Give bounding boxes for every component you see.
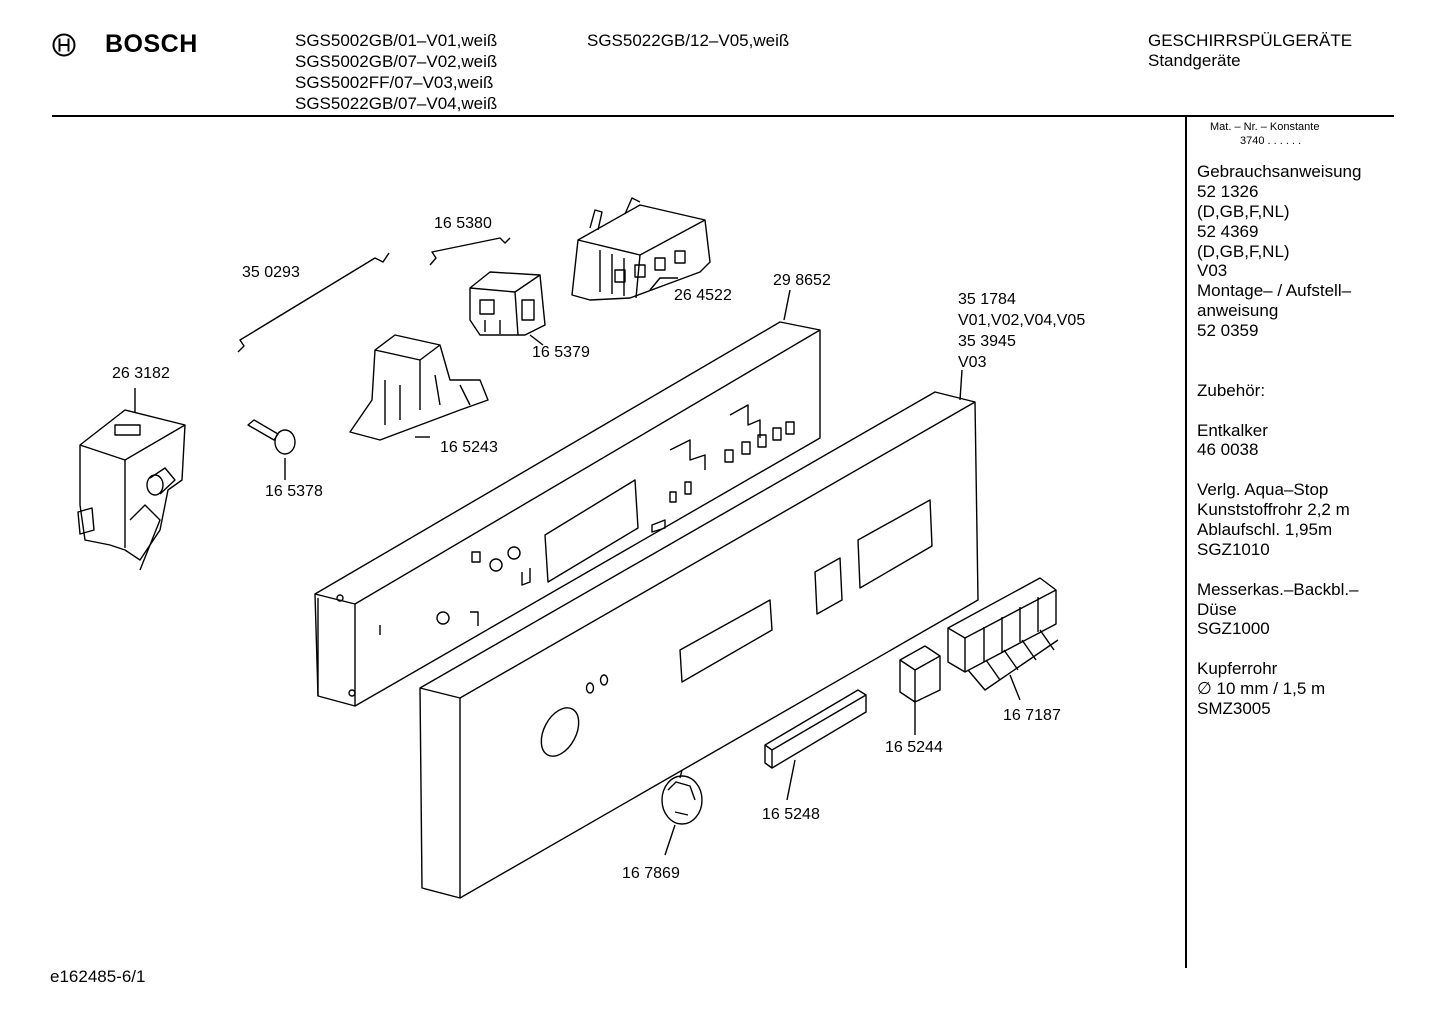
sidebar-line: Zubehör: bbox=[1197, 380, 1266, 400]
model-item: SGS5002FF/07–V03,weiß bbox=[295, 73, 494, 92]
part-label: 26 3182 bbox=[112, 365, 170, 382]
indicator-lamp-165378 bbox=[247, 419, 296, 455]
model-list-1: SGS5002GB/01–V01,weiß SGS5002GB/07–V02,w… bbox=[295, 30, 497, 114]
model-item: SGS5022GB/12–V05,weiß bbox=[587, 31, 790, 50]
mat-label: Mat. – Nr. – Konstante bbox=[1210, 121, 1320, 133]
sidebar-line: Kunststoffrohr 2,2 m bbox=[1197, 500, 1350, 520]
button-group-167187 bbox=[947, 577, 1057, 673]
button-165244 bbox=[899, 645, 941, 703]
knob-167869 bbox=[661, 769, 703, 825]
bosch-logo-icon bbox=[52, 33, 76, 57]
rear-panel-298652 bbox=[314, 321, 821, 707]
sidebar-line: SGZ1000 bbox=[1197, 619, 1270, 639]
housing-part-165243 bbox=[349, 334, 489, 441]
sidebar-line: 52 1326 bbox=[1197, 181, 1259, 201]
part-label: 26 4522 bbox=[674, 287, 732, 304]
brand-name: BOSCH bbox=[105, 30, 198, 58]
sidebar-line bbox=[1197, 361, 1361, 381]
sidebar-line: 52 0359 bbox=[1197, 321, 1259, 341]
sidebar-line: Messerkas.–Backbl.– bbox=[1197, 579, 1359, 599]
trim-strip-165248 bbox=[764, 689, 867, 769]
model-item: SGS5022GB/07–V04,weiß bbox=[295, 94, 498, 113]
header-divider bbox=[52, 115, 1394, 117]
sidebar-line: V03 bbox=[1197, 261, 1228, 281]
sidebar-line: Montage– / Aufstell– bbox=[1197, 281, 1352, 301]
wire-part-350293 bbox=[237, 252, 390, 353]
part-label: 29 8652 bbox=[773, 272, 831, 289]
sidebar-line: anweisung bbox=[1197, 301, 1279, 321]
sidebar-line: (D,GB,F,NL) bbox=[1197, 241, 1290, 261]
sidebar-line: Kupferrohr bbox=[1197, 659, 1278, 679]
mat-value: 3740 . . . . . . bbox=[1240, 135, 1302, 147]
wire-part-165380 bbox=[429, 237, 511, 266]
sidebar-line: Verlg. Aqua–Stop bbox=[1197, 480, 1329, 500]
sidebar-line: Entkalker bbox=[1197, 420, 1268, 440]
part-label: 35 1784 bbox=[958, 291, 1016, 308]
part-label: V03 bbox=[958, 354, 987, 371]
part-label: 16 5244 bbox=[885, 739, 943, 756]
switch-block-264522 bbox=[571, 197, 711, 301]
part-label: 16 5248 bbox=[762, 806, 820, 823]
sidebar-line: ∅ 10 mm / 1,5 m bbox=[1197, 679, 1326, 699]
part-label: 35 3945 bbox=[958, 333, 1016, 350]
part-label: 16 5380 bbox=[434, 215, 492, 232]
sidebar-line: 46 0038 bbox=[1197, 440, 1259, 460]
part-label: 16 5379 bbox=[532, 344, 590, 361]
sidebar-line bbox=[1197, 560, 1361, 580]
sidebar-line: Gebrauchsanweisung bbox=[1197, 162, 1362, 181]
sidebar-line: Düse bbox=[1197, 599, 1237, 619]
timer-unit-263182 bbox=[77, 409, 186, 571]
part-label: 16 5243 bbox=[440, 439, 498, 456]
sidebar-line: 52 4369 bbox=[1197, 221, 1259, 241]
sidebar-line bbox=[1197, 460, 1361, 480]
sidebar-line bbox=[1197, 341, 1361, 361]
sidebar-line: Ablaufschl. 1,95m bbox=[1197, 520, 1333, 540]
sidebar-line: SMZ3005 bbox=[1197, 699, 1271, 719]
switch-housing-165379 bbox=[469, 271, 546, 336]
part-label: 35 0293 bbox=[242, 264, 300, 281]
sidebar-line: (D,GB,F,NL) bbox=[1197, 201, 1290, 221]
exploded-view-diagram: 35 0293 16 5380 26 4522 29 8652 16 5379 … bbox=[77, 197, 1085, 899]
model-list-2: SGS5022GB/12–V05,weiß bbox=[587, 30, 789, 51]
document-id: e162485-6/1 bbox=[50, 967, 146, 986]
part-label: 16 7187 bbox=[1003, 707, 1061, 724]
part-label: 16 5378 bbox=[265, 483, 323, 500]
sidebar-line bbox=[1197, 401, 1361, 421]
category-title: GESCHIRRSPÜLGERÄTE bbox=[1148, 31, 1353, 50]
sidebar-line: SGZ1010 bbox=[1197, 539, 1270, 559]
model-item: SGS5002GB/01–V01,weiß bbox=[295, 31, 498, 50]
front-panel-351784 bbox=[419, 391, 979, 899]
sidebar-divider bbox=[1185, 116, 1187, 968]
model-item: SGS5002GB/07–V02,weiß bbox=[295, 52, 498, 71]
part-label: V01,V02,V04,V05 bbox=[958, 312, 1085, 329]
sidebar-line bbox=[1197, 639, 1361, 659]
part-label: 16 7869 bbox=[622, 865, 680, 882]
subcategory: Standgeräte bbox=[1148, 51, 1241, 70]
